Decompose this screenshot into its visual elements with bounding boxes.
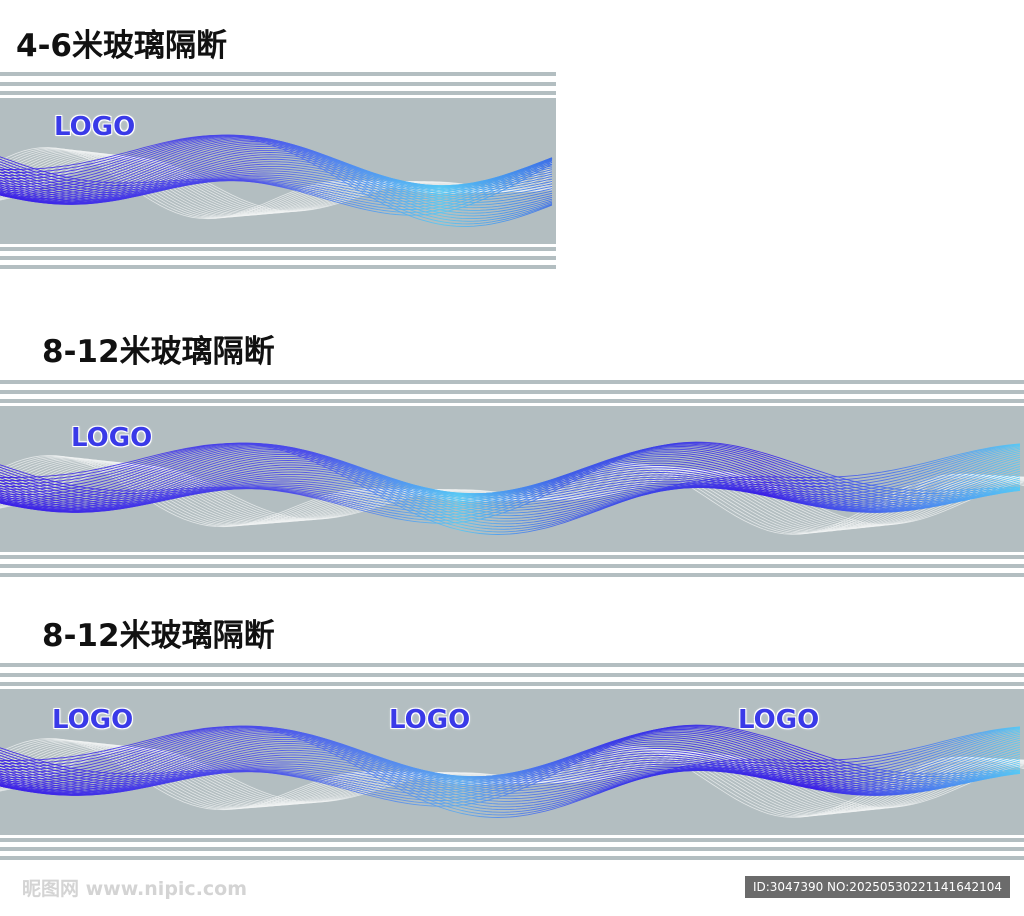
logo-text: LOGO: [52, 705, 134, 735]
panel-graphic-1: [0, 72, 556, 269]
watermark-id: ID:3047390 NO:20250530221141642104: [744, 876, 1010, 898]
panel-graphic-3: [0, 663, 1024, 860]
section-title-2: 8-12米玻璃隔断: [42, 334, 275, 370]
section-title-3: 8-12米玻璃隔断: [42, 618, 275, 654]
panel-graphic-2: [0, 380, 1024, 577]
logo-text: LOGO: [389, 705, 471, 735]
glass-partition-panel-2: LOGO: [0, 380, 1024, 578]
watermark-site: 昵图网 www.nipic.com: [22, 878, 248, 900]
glass-partition-panel-3: LOGO LOGO LOGO: [0, 663, 1024, 861]
logo-text: LOGO: [54, 112, 136, 142]
logo-text: LOGO: [738, 705, 820, 735]
section-title-1: 4-6米玻璃隔断: [16, 28, 228, 64]
logo-text: LOGO: [71, 423, 153, 453]
glass-partition-panel-1: LOGO: [0, 72, 556, 270]
